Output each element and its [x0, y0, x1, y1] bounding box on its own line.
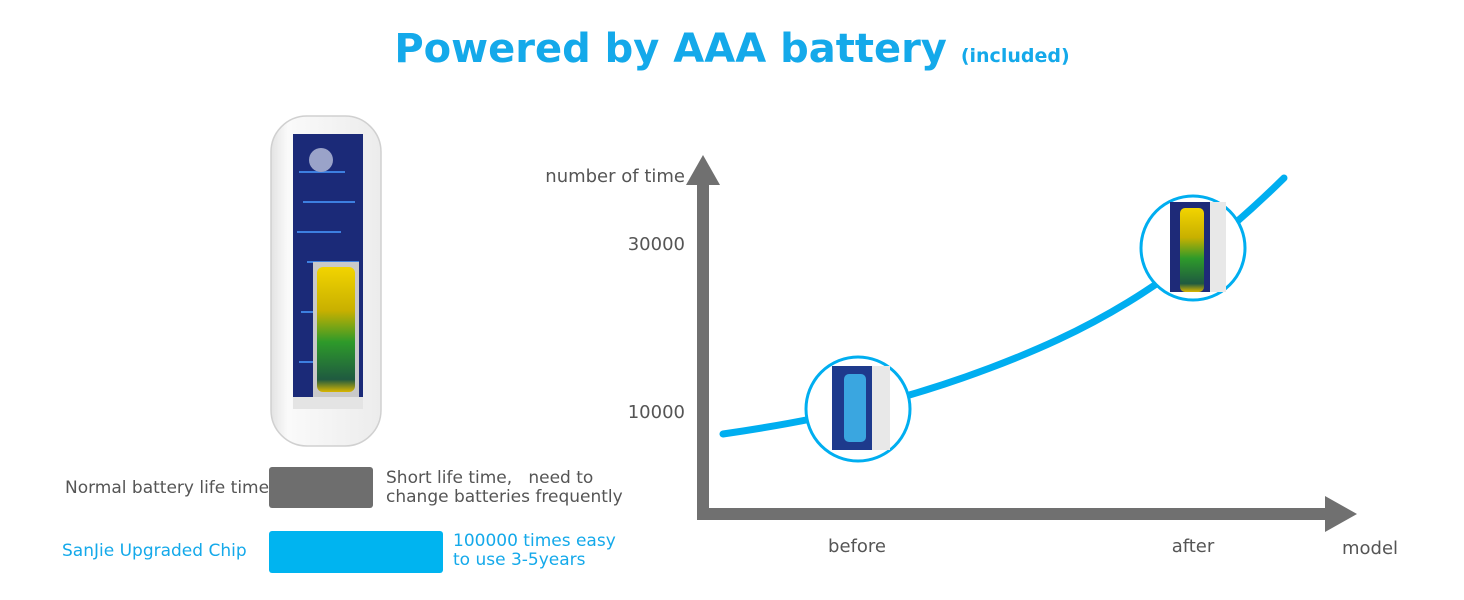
legend-label-upgraded: SanJie Upgraded Chip: [62, 541, 247, 561]
y-axis-label: number of time: [545, 166, 685, 187]
x-tick-after: after: [1172, 536, 1215, 557]
y-tick-10000: 10000: [628, 402, 685, 423]
legend-desc-upgraded-line-2: to use 3-5years: [453, 550, 586, 570]
legend-desc-upgraded: 100000 times easy to use 3-5years: [453, 532, 616, 570]
legend-desc-normal: Short life time, need to change batterie…: [386, 469, 623, 507]
legend-desc-normal-line-1: Short life time, need to: [386, 468, 594, 488]
x-axis-line: [697, 508, 1337, 520]
usage-growth-graph: number of time 30000 10000 before after …: [545, 155, 1398, 559]
battery-icon: [317, 267, 355, 392]
y-axis-arrow: [686, 155, 720, 185]
legend-bar-normal: [269, 467, 373, 508]
x-axis-arrow: [1325, 496, 1357, 532]
y-tick-30000: 30000: [628, 234, 685, 255]
device-cutaway-illustration: [270, 115, 382, 447]
x-axis-label: model: [1342, 538, 1398, 559]
page-title: Powered by AAA battery (included): [0, 26, 1464, 72]
x-tick-before: before: [828, 536, 886, 557]
title-suffix: (included): [960, 45, 1070, 67]
before-magnifier: [804, 355, 912, 463]
after-magnifier: [1139, 194, 1247, 302]
legend-label-normal: Normal battery life time: [65, 478, 270, 498]
y-axis-line: [697, 175, 709, 520]
legend-bar-upgraded: [269, 531, 443, 573]
title-main: Powered by AAA battery: [394, 26, 947, 72]
legend-desc-upgraded-line-1: 100000 times easy: [453, 531, 616, 551]
legend-desc-normal-line-2: change batteries frequently: [386, 487, 623, 507]
